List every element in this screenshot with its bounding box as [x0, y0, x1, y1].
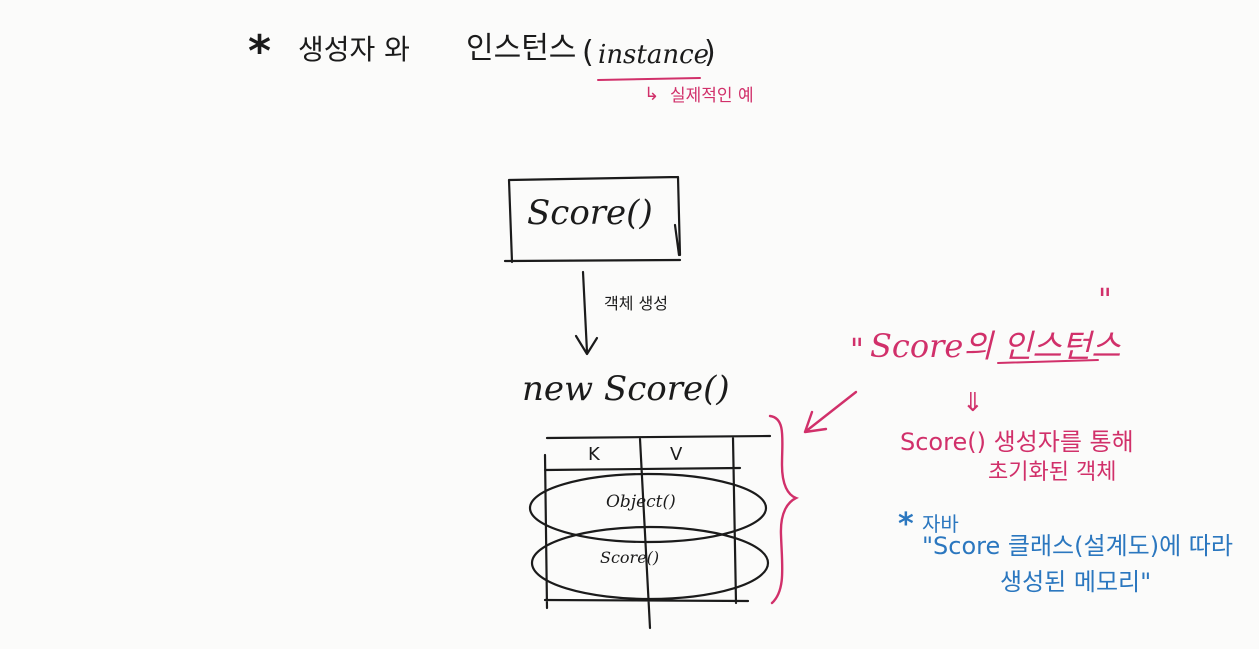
create-arrow-label: 객체 생성: [604, 294, 668, 313]
blue-note-line1: "Score 클래스(설계도)에 따라: [922, 532, 1233, 560]
row-ellipse-object: [528, 472, 768, 544]
table-header-k: K: [588, 444, 600, 465]
blue-note-star: *: [898, 507, 914, 542]
instance-title-underline: [997, 359, 1099, 364]
pink-note-implies: ⇓: [962, 388, 984, 418]
memory-brace: [768, 414, 799, 605]
blue-note-label: 자바: [922, 512, 959, 536]
title-paren-close: ): [704, 35, 716, 70]
memory-table-grid: [543, 434, 772, 630]
instance-arrow: [803, 390, 858, 434]
table-row-object: Object(): [606, 492, 676, 512]
table-header-v: V: [670, 444, 683, 465]
title-word: instance: [598, 40, 710, 70]
title-main: 인스턴스: [466, 31, 577, 66]
instance-underline: [597, 77, 701, 81]
title-paren-open: (: [582, 35, 594, 70]
title-note-arrow: ↳: [644, 84, 660, 105]
title-star: *: [248, 26, 272, 77]
constructor-label: Score(): [527, 193, 653, 233]
title-prefix: 생성자 와: [298, 33, 410, 66]
create-arrow: [574, 270, 599, 356]
table-row-score: Score(): [600, 548, 660, 567]
pink-note-open-quote: ": [850, 333, 864, 368]
pink-note-close-quote: ": [1098, 283, 1112, 318]
pink-note-line2: 초기화된 객체: [988, 460, 1117, 485]
row-ellipse-score: [530, 525, 770, 601]
blue-note-line2: 생성된 메모리": [1000, 568, 1152, 596]
new-expression: new Score(): [522, 369, 730, 409]
title-note-text: 실제적인 예: [670, 86, 754, 106]
pink-note-line1: Score() 생성자를 통해: [900, 428, 1134, 456]
constructor-box-frame: [503, 175, 682, 264]
pink-note-title: Score의 인스턴스: [870, 327, 1121, 365]
